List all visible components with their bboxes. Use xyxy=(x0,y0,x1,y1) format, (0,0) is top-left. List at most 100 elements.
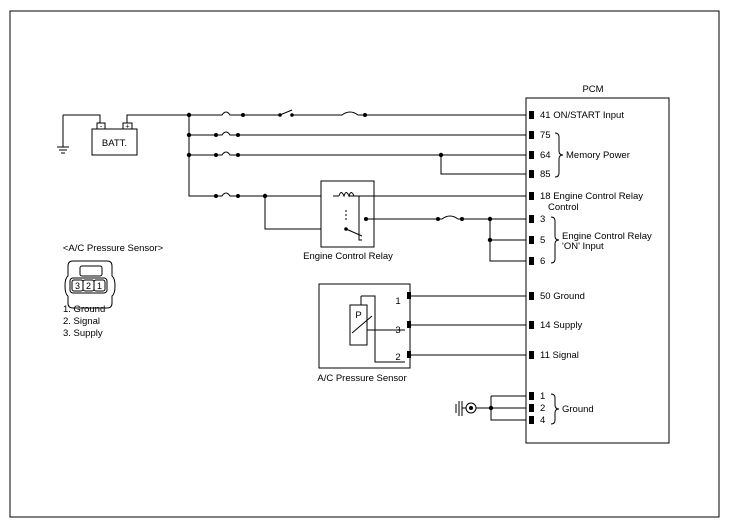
connector-view: <A/C Pressure Sensor> 3 2 1 1. Ground 2.… xyxy=(63,243,164,339)
pcm-title: PCM xyxy=(582,84,603,95)
battery: - + BATT. xyxy=(57,114,189,156)
pcm-terminal xyxy=(529,404,534,412)
battery-neg-sign: - xyxy=(100,124,103,131)
pcm-terminal xyxy=(529,111,534,119)
junction-dot xyxy=(214,194,218,198)
sensor-symbol: P xyxy=(355,310,361,321)
battery-label: BATT. xyxy=(102,138,127,149)
group-memory-power: Memory Power xyxy=(566,150,630,161)
sensor-variable-arrow xyxy=(351,315,373,334)
battery-neg-terminal xyxy=(96,122,106,130)
wire-pin64-85 xyxy=(189,151,531,175)
relay-contact-dot xyxy=(344,227,348,231)
wire-relay-feed xyxy=(188,155,333,197)
junction-dot xyxy=(488,405,494,411)
engine-control-relay: Engine Control Relay xyxy=(303,180,531,262)
sensor-pin-3: 3 xyxy=(395,325,400,336)
pcm-pin-g2: 2 xyxy=(540,403,545,414)
wire-sensor-pcm xyxy=(410,295,531,356)
group-ecr-on-input-1: Engine Control Relay xyxy=(562,231,652,242)
pcm-pin-14: 14 Supply xyxy=(540,320,583,331)
junction-dot xyxy=(236,133,240,137)
connector-latch xyxy=(79,265,103,277)
pcm-terminal xyxy=(529,131,534,139)
pcm-pin-18: 18 Engine Control Relay xyxy=(540,191,643,202)
sensor-terminal xyxy=(407,321,411,328)
sensor-terminal xyxy=(407,292,411,299)
wire-ground-pins xyxy=(476,395,531,421)
relay-box xyxy=(320,180,375,248)
pcm-terminal xyxy=(529,151,534,159)
sensor-element xyxy=(349,304,368,346)
brace-memory-power xyxy=(554,132,564,178)
relay-label: Engine Control Relay xyxy=(303,251,393,262)
ground-eyelet-center xyxy=(469,406,473,410)
pcm-terminal xyxy=(529,257,534,265)
pcm-terminal xyxy=(529,215,534,223)
pcm-terminal xyxy=(529,392,534,400)
pcm-pin-g4: 4 xyxy=(540,415,545,426)
connector-legend-1: 1. Ground xyxy=(63,304,105,315)
pcm-pin-g1: 1 xyxy=(540,391,545,402)
brace-ecr-on-input xyxy=(550,216,560,264)
junction-dot xyxy=(214,153,218,157)
sensor-pin-1: 1 xyxy=(395,296,400,307)
junction-dot xyxy=(460,217,464,221)
pcm-terminal xyxy=(529,416,534,424)
pcm-pin-3: 3 xyxy=(540,214,545,225)
connector-pin-2: 2 xyxy=(86,281,91,291)
sensor-label: A/C Pressure Sensor xyxy=(317,373,406,384)
pcm-terminal xyxy=(529,236,534,244)
group-ground: Ground xyxy=(562,404,594,415)
junction-dot xyxy=(363,113,367,117)
pcm-terminal xyxy=(529,170,534,178)
junction-dot xyxy=(436,217,440,221)
pcm-pin-6: 6 xyxy=(540,256,545,267)
pcm-pin-75: 75 xyxy=(540,130,551,141)
connector-title: <A/C Pressure Sensor> xyxy=(63,243,164,254)
connector-pin-3: 3 xyxy=(75,281,80,291)
pcm-pin-85: 85 xyxy=(540,169,551,180)
pcm-terminal xyxy=(529,321,534,329)
wire-relay-switch-feed xyxy=(264,196,346,230)
pcm-pin-64: 64 xyxy=(540,150,551,161)
group-ecr-on-input-2: 'ON' Input xyxy=(562,241,604,252)
wire-pin75 xyxy=(189,131,531,136)
ground-symbol xyxy=(455,401,463,416)
connector-pin-cell xyxy=(93,279,106,292)
pcm-pin-41: 41 ON/START Input xyxy=(540,110,624,121)
pcm-terminal xyxy=(529,292,534,300)
switch-contact xyxy=(278,113,282,117)
diagram-frame xyxy=(9,10,720,518)
battery-positive-wire xyxy=(126,114,189,123)
connector-pin-1: 1 xyxy=(97,281,102,291)
pcm: PCM 41 ON/START Input 75 64 85 18 Engine… xyxy=(525,84,670,444)
junction-dot xyxy=(487,237,493,243)
feed-bus xyxy=(186,109,531,230)
battery-pos-sign: + xyxy=(125,124,129,131)
pcm-pin-5: 5 xyxy=(540,235,545,246)
ac-pressure-sensor: P 1 3 2 A/C Pressure Sensor xyxy=(317,283,531,384)
relay-contact xyxy=(345,204,363,241)
pcm-pin-18-cont: Control xyxy=(548,202,579,213)
pcm-ground xyxy=(455,395,531,421)
switch-contact xyxy=(290,113,294,117)
wire-pins-3-5-6 xyxy=(366,215,531,262)
junction-dot xyxy=(236,153,240,157)
relay-coil xyxy=(338,192,355,198)
sensor-terminal xyxy=(407,351,411,358)
connector-legend-2: 2. Signal xyxy=(63,316,100,327)
junction-dot xyxy=(241,113,245,117)
pcm-box xyxy=(525,97,670,444)
junction-dot xyxy=(214,133,218,137)
brace-ground xyxy=(550,393,560,425)
wire-pin41 xyxy=(189,109,531,116)
junction-dot xyxy=(236,194,240,198)
battery-ground-wire xyxy=(57,114,101,154)
junction-dot xyxy=(487,216,493,222)
connector-legend-3: 3. Supply xyxy=(63,328,103,339)
junction-dot xyxy=(438,152,444,158)
pcm-terminal xyxy=(529,192,534,200)
battery-body xyxy=(91,128,138,156)
